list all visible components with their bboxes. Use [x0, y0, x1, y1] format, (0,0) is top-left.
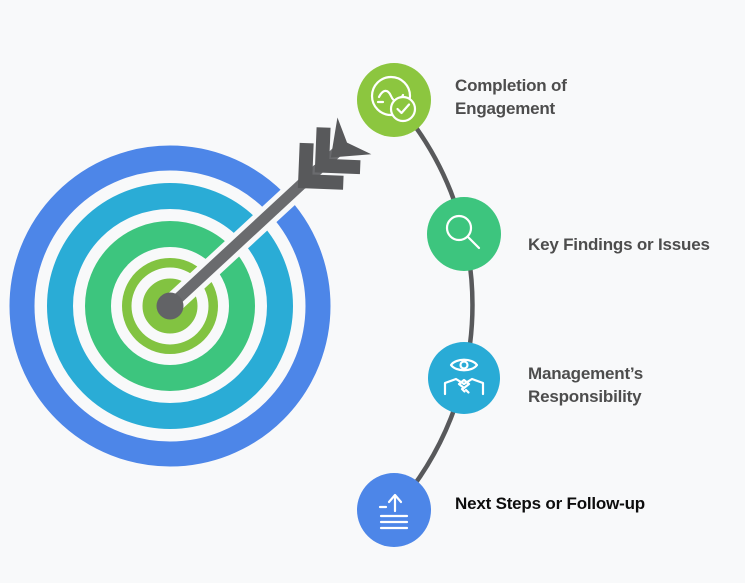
target-ring-cyan	[47, 183, 293, 429]
timeline-connector-arc	[391, 97, 475, 513]
target-ring-outer-blue	[9, 145, 331, 467]
timeline-node-next-steps	[357, 473, 431, 547]
magnifier-icon	[445, 214, 481, 250]
timeline-node-findings	[427, 197, 501, 271]
timeline-node-management	[428, 342, 500, 414]
arrow-up-lines-icon	[378, 493, 409, 530]
target-ring-emerald	[85, 221, 255, 391]
arrow-impact-dot	[156, 292, 184, 320]
arrow-fletching-icon	[297, 117, 372, 190]
completion-check-icon	[370, 75, 417, 123]
node-circle	[428, 342, 500, 414]
label-next-steps-or-follow-up: Next Steps or Follow-up	[455, 494, 645, 513]
label-completion-of-engagement: Completion of Engagement	[455, 76, 567, 118]
arrow-shaft	[166, 164, 322, 311]
node-circle	[427, 197, 501, 271]
eye-handshake-icon	[443, 358, 485, 396]
label-managements-responsibility: Management’s Responsibility	[528, 364, 644, 406]
timeline-node-completion	[357, 63, 431, 137]
target-inner-white-ring	[131, 267, 209, 345]
label-key-findings-or-issues: Key Findings or Issues	[528, 235, 710, 254]
bullseye-target	[9, 117, 372, 467]
